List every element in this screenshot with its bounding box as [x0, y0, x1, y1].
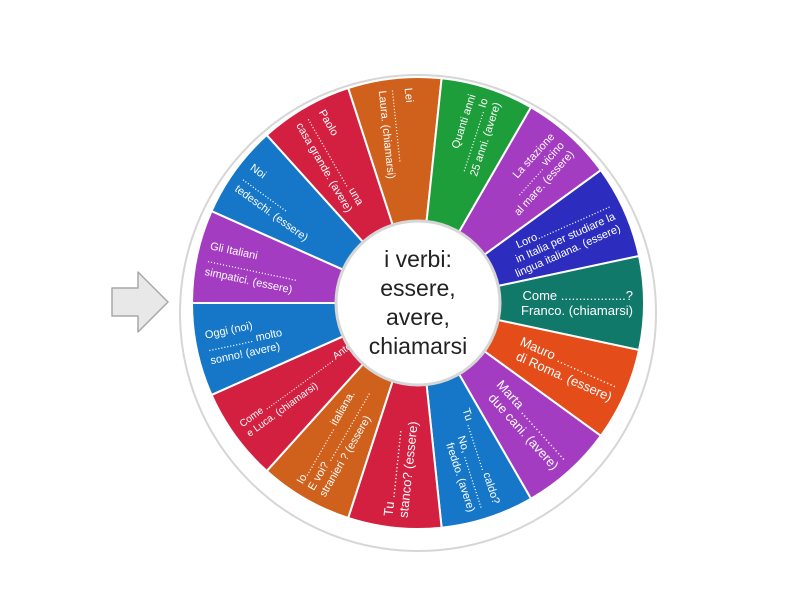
wheel-segment-label: Come ..................?Franco. (chiamar… [521, 288, 633, 318]
wheel-segment: Come ..................?Franco. (chiamar… [417, 254, 645, 352]
wheel-segment-label-line: Come ..................? [522, 288, 633, 303]
wheel-segment-label-line: Franco. (chiamarsi) [521, 303, 633, 318]
pointer-arrow-icon [111, 271, 169, 333]
wheel-hub [334, 219, 502, 387]
wheel-segment-label: Tu ................ caldo?No, ..........… [435, 407, 502, 514]
wheel-segment-label-line: Lei [402, 87, 415, 103]
